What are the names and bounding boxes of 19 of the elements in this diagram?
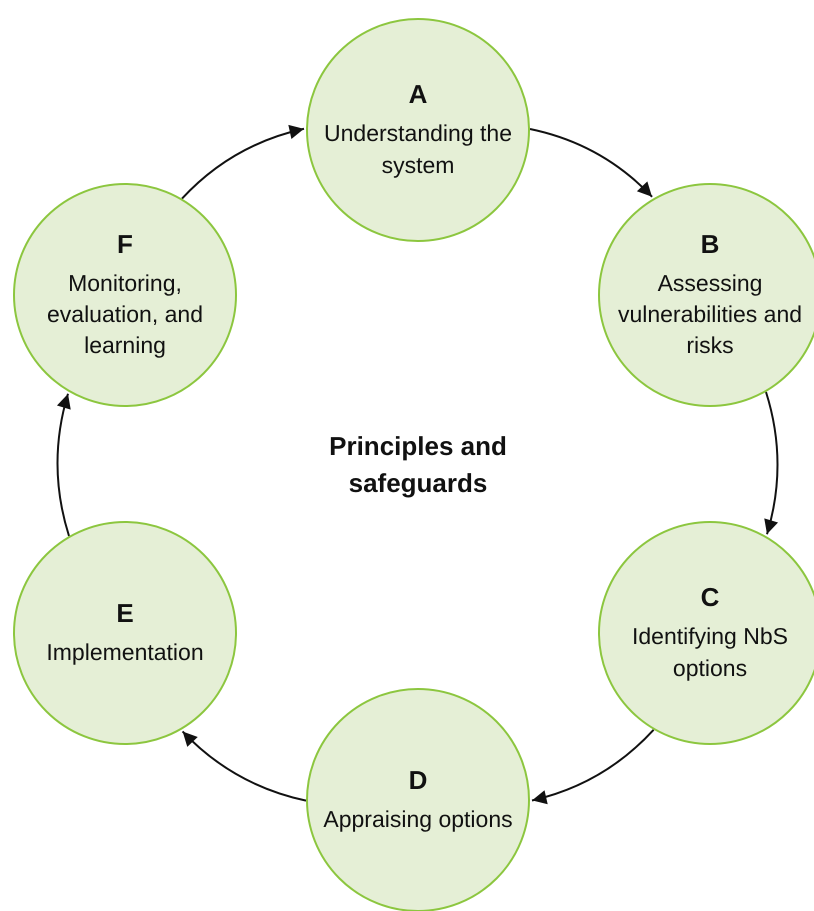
arrow [181, 125, 304, 200]
arrow [532, 729, 654, 804]
step-label: Identifying NbS options [631, 622, 789, 683]
step-label: Monitoring, evaluation, and learning [46, 268, 204, 360]
step-label: Understanding the system [323, 119, 513, 180]
step-label: Implementation [46, 638, 204, 667]
step-label: Appraising options [323, 804, 513, 834]
arrow [182, 730, 306, 802]
step-letter: C [700, 582, 720, 614]
center-label: Principles and safeguards [328, 430, 508, 500]
step-letter: D [408, 764, 428, 796]
arrow [56, 393, 72, 536]
arrow [764, 392, 778, 535]
arrow [530, 128, 653, 198]
step-letter: B [700, 228, 720, 260]
step-letter: F [117, 228, 133, 260]
step-letter: A [408, 79, 428, 110]
step-letter: E [116, 598, 134, 629]
step-label: Assessing vulnerabilities and risks [616, 268, 804, 360]
